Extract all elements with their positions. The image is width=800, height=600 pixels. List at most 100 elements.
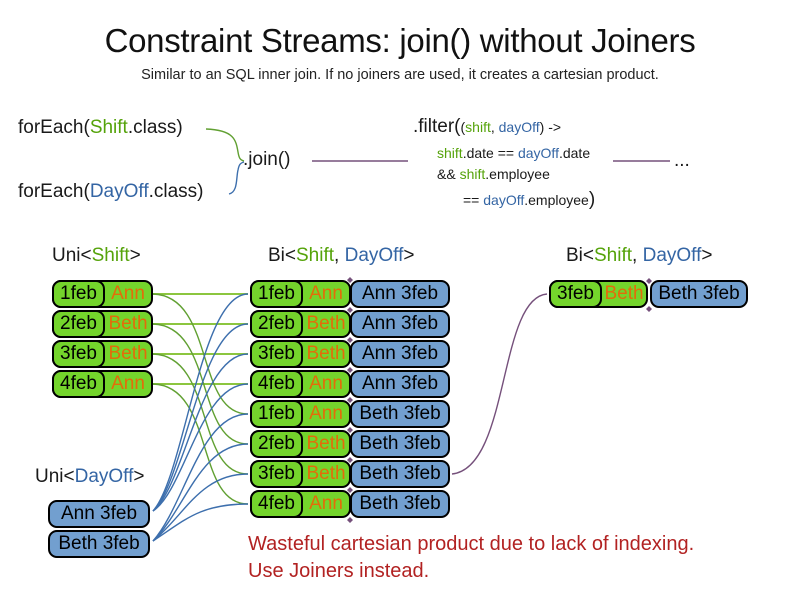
date-cell: 3feb <box>250 460 303 488</box>
date-cell: 3feb <box>250 340 303 368</box>
employee-cell: Beth <box>306 463 346 484</box>
ann-to-row3-line <box>152 353 249 512</box>
beth-to-row8-line <box>152 503 249 542</box>
date-cell: 3feb <box>52 340 105 368</box>
dayoff-cell: Beth 3feb <box>350 460 450 488</box>
ann-to-row1-line <box>152 293 249 512</box>
header-pre: Uni< <box>35 466 75 487</box>
header-post: > <box>133 466 145 487</box>
dayoff-cell: Beth 3feb <box>650 280 748 308</box>
employee-cell: Beth <box>306 343 346 364</box>
token-close: .class) <box>127 117 183 138</box>
brace-shift-line <box>205 128 245 162</box>
token-dayoff: dayOff <box>483 192 525 208</box>
token-shift: shift <box>437 145 463 161</box>
date-cell: 1feb <box>52 280 105 308</box>
header-type-dayoff: DayOff <box>344 245 404 266</box>
header-type-dayoff: DayOff <box>74 466 134 487</box>
uni-dayoff-row: Ann 3feb <box>48 500 150 528</box>
header-type-shift: Shift <box>594 245 633 266</box>
dayoff-cell: Beth 3feb <box>350 400 450 428</box>
employee-cell: Ann <box>309 403 343 424</box>
bi-center-header: Bi<Shift, DayOff> <box>268 245 414 267</box>
date-cell: 3feb <box>549 280 602 308</box>
employee-cell: Beth <box>108 313 148 334</box>
uni-shift-header: Uni<Shift> <box>52 245 141 267</box>
token-shift: shift <box>459 166 486 182</box>
date-cell: 4feb <box>250 370 303 398</box>
token-param-dayoff: dayOff <box>498 119 540 135</box>
token-employee: .employee <box>485 166 550 182</box>
header-comma: , <box>334 245 345 266</box>
header-post: > <box>403 245 415 266</box>
ann-to-row4-line <box>152 383 249 512</box>
dayoff-cell: Ann 3feb <box>350 310 450 338</box>
dayoff-cell: Ann 3feb <box>350 340 450 368</box>
warning-line2: Use Joiners instead. <box>248 560 430 582</box>
dayoff-cell: Ann 3feb <box>350 370 450 398</box>
employee-cell: Beth <box>604 283 644 304</box>
shift2-to-row6-line <box>152 323 249 445</box>
date-cell: 1feb <box>250 400 303 428</box>
code-foreach-shift: forEach(Shift.class) <box>18 117 183 139</box>
shift1-to-row5-line <box>152 293 249 415</box>
header-comma: , <box>632 245 643 266</box>
shift3-to-row7-line <box>152 353 249 475</box>
brace-dayoff-line <box>228 161 245 195</box>
uni-dayoff-header: Uni<DayOff> <box>35 466 145 488</box>
bi-right-header: Bi<Shift, DayOff> <box>566 245 712 267</box>
token-comma: , <box>490 119 499 135</box>
date-cell: 1feb <box>250 280 303 308</box>
bi-row: Ann 1feb Beth 3feb <box>250 400 450 428</box>
token-dayoff-class: DayOff <box>89 181 149 202</box>
uni-shift-row: Ann 4feb <box>52 370 153 398</box>
beth-to-row7-line <box>152 473 249 542</box>
filtered-result-line <box>451 293 548 475</box>
date-cell: 4feb <box>250 490 303 518</box>
date-cell: 4feb <box>52 370 105 398</box>
token-open: forEach( <box>18 117 90 138</box>
page-title: Constraint Streams: join() without Joine… <box>104 22 696 59</box>
token-eq: == <box>463 192 484 208</box>
token-date: .date <box>558 145 591 161</box>
header-post: > <box>129 245 141 266</box>
employee-cell: Beth <box>306 433 346 454</box>
bi-row: Ann 4feb Ann 3feb <box>250 370 450 398</box>
token-close: .class) <box>148 181 204 202</box>
warning-line1: Wasteful cartesian product due to lack o… <box>248 533 695 555</box>
date-cell: 2feb <box>250 310 303 338</box>
token-shift-class: Shift <box>89 117 128 138</box>
token-rparen: ) <box>588 189 596 210</box>
employee-cell: Ann <box>111 373 145 394</box>
shift4-to-row8-line <box>152 383 249 505</box>
uni-shift-row: Ann 1feb <box>52 280 153 308</box>
employee-cell: Beth <box>306 313 346 334</box>
token-arrow: ) -> <box>539 119 562 135</box>
code-ellipsis: ... <box>674 150 690 171</box>
header-pre: Bi< <box>566 245 594 266</box>
beth-to-row6-line <box>152 443 249 542</box>
date-cell: 2feb <box>52 310 105 338</box>
warning-text: Wasteful cartesian product due to lack o… <box>248 531 694 585</box>
page-subtitle: Similar to an SQL inner join. If no join… <box>141 67 659 83</box>
token-lparen: ( <box>460 119 466 135</box>
code-filter-line3: && shift.employee <box>437 166 550 182</box>
token-employee: .employee <box>524 192 589 208</box>
uni-dayoff-row: Beth 3feb <box>48 530 150 558</box>
header-pre: Uni< <box>52 245 92 266</box>
dayoff-cell: Beth 3feb <box>350 490 450 518</box>
token-date-eq: .date == <box>462 145 518 161</box>
employee-cell: Ann <box>309 373 343 394</box>
code-join: .join() <box>243 149 291 170</box>
dayoff-cell: Ann 3feb <box>350 280 450 308</box>
employee-cell: Ann <box>111 283 145 304</box>
token-dayoff: dayOff <box>517 145 559 161</box>
